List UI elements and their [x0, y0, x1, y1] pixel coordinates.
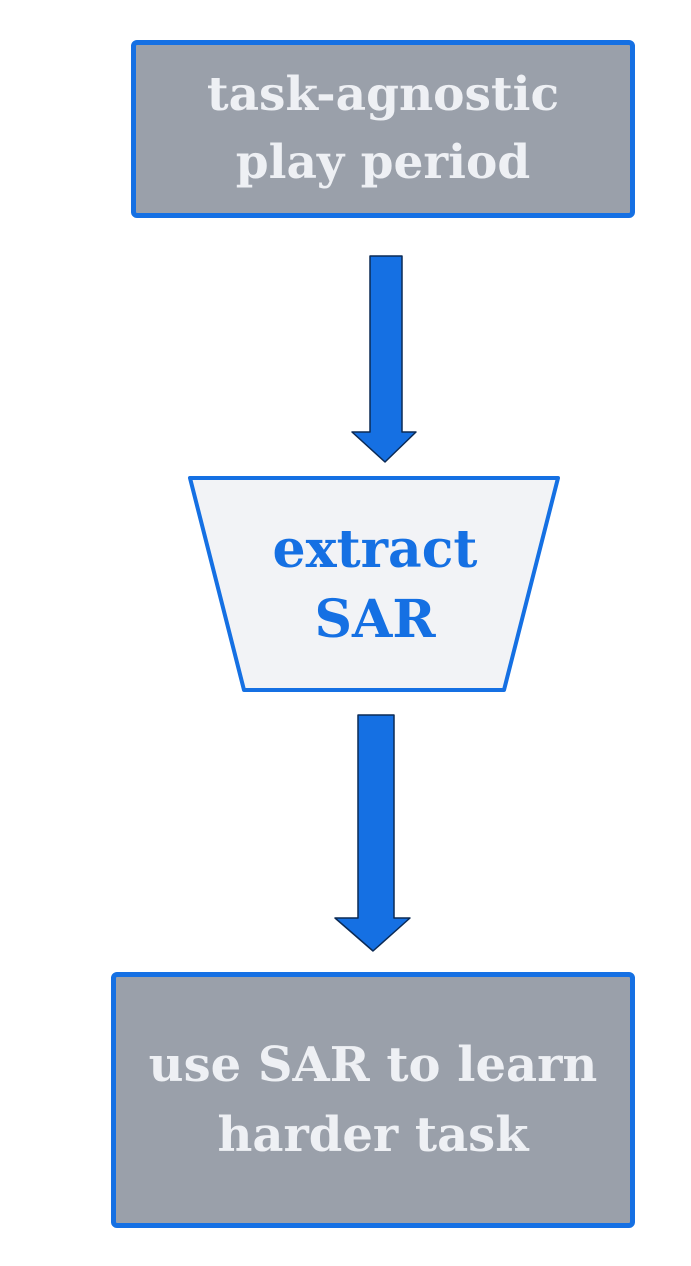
extract-sar-node: extract SAR [190, 500, 560, 670]
arrow-play-to-extract [351, 255, 417, 463]
extract-sar-label-line-1: extract [272, 519, 478, 580]
arrow-extract-to-use-sar [334, 714, 411, 952]
play-period-label-line-2: play period [235, 135, 531, 190]
play-period-label-line-1: task-agnostic [206, 67, 560, 122]
extract-sar-trapezoid [188, 476, 560, 692]
extract-sar-label-line-2: SAR [314, 589, 436, 650]
use-sar-node: use SAR to learn harder task [111, 972, 635, 1228]
play-period-node: task-agnostic play period [131, 40, 635, 218]
use-sar-label-line-1: use SAR to learn [148, 1037, 598, 1093]
use-sar-label-line-2: harder task [217, 1107, 529, 1163]
